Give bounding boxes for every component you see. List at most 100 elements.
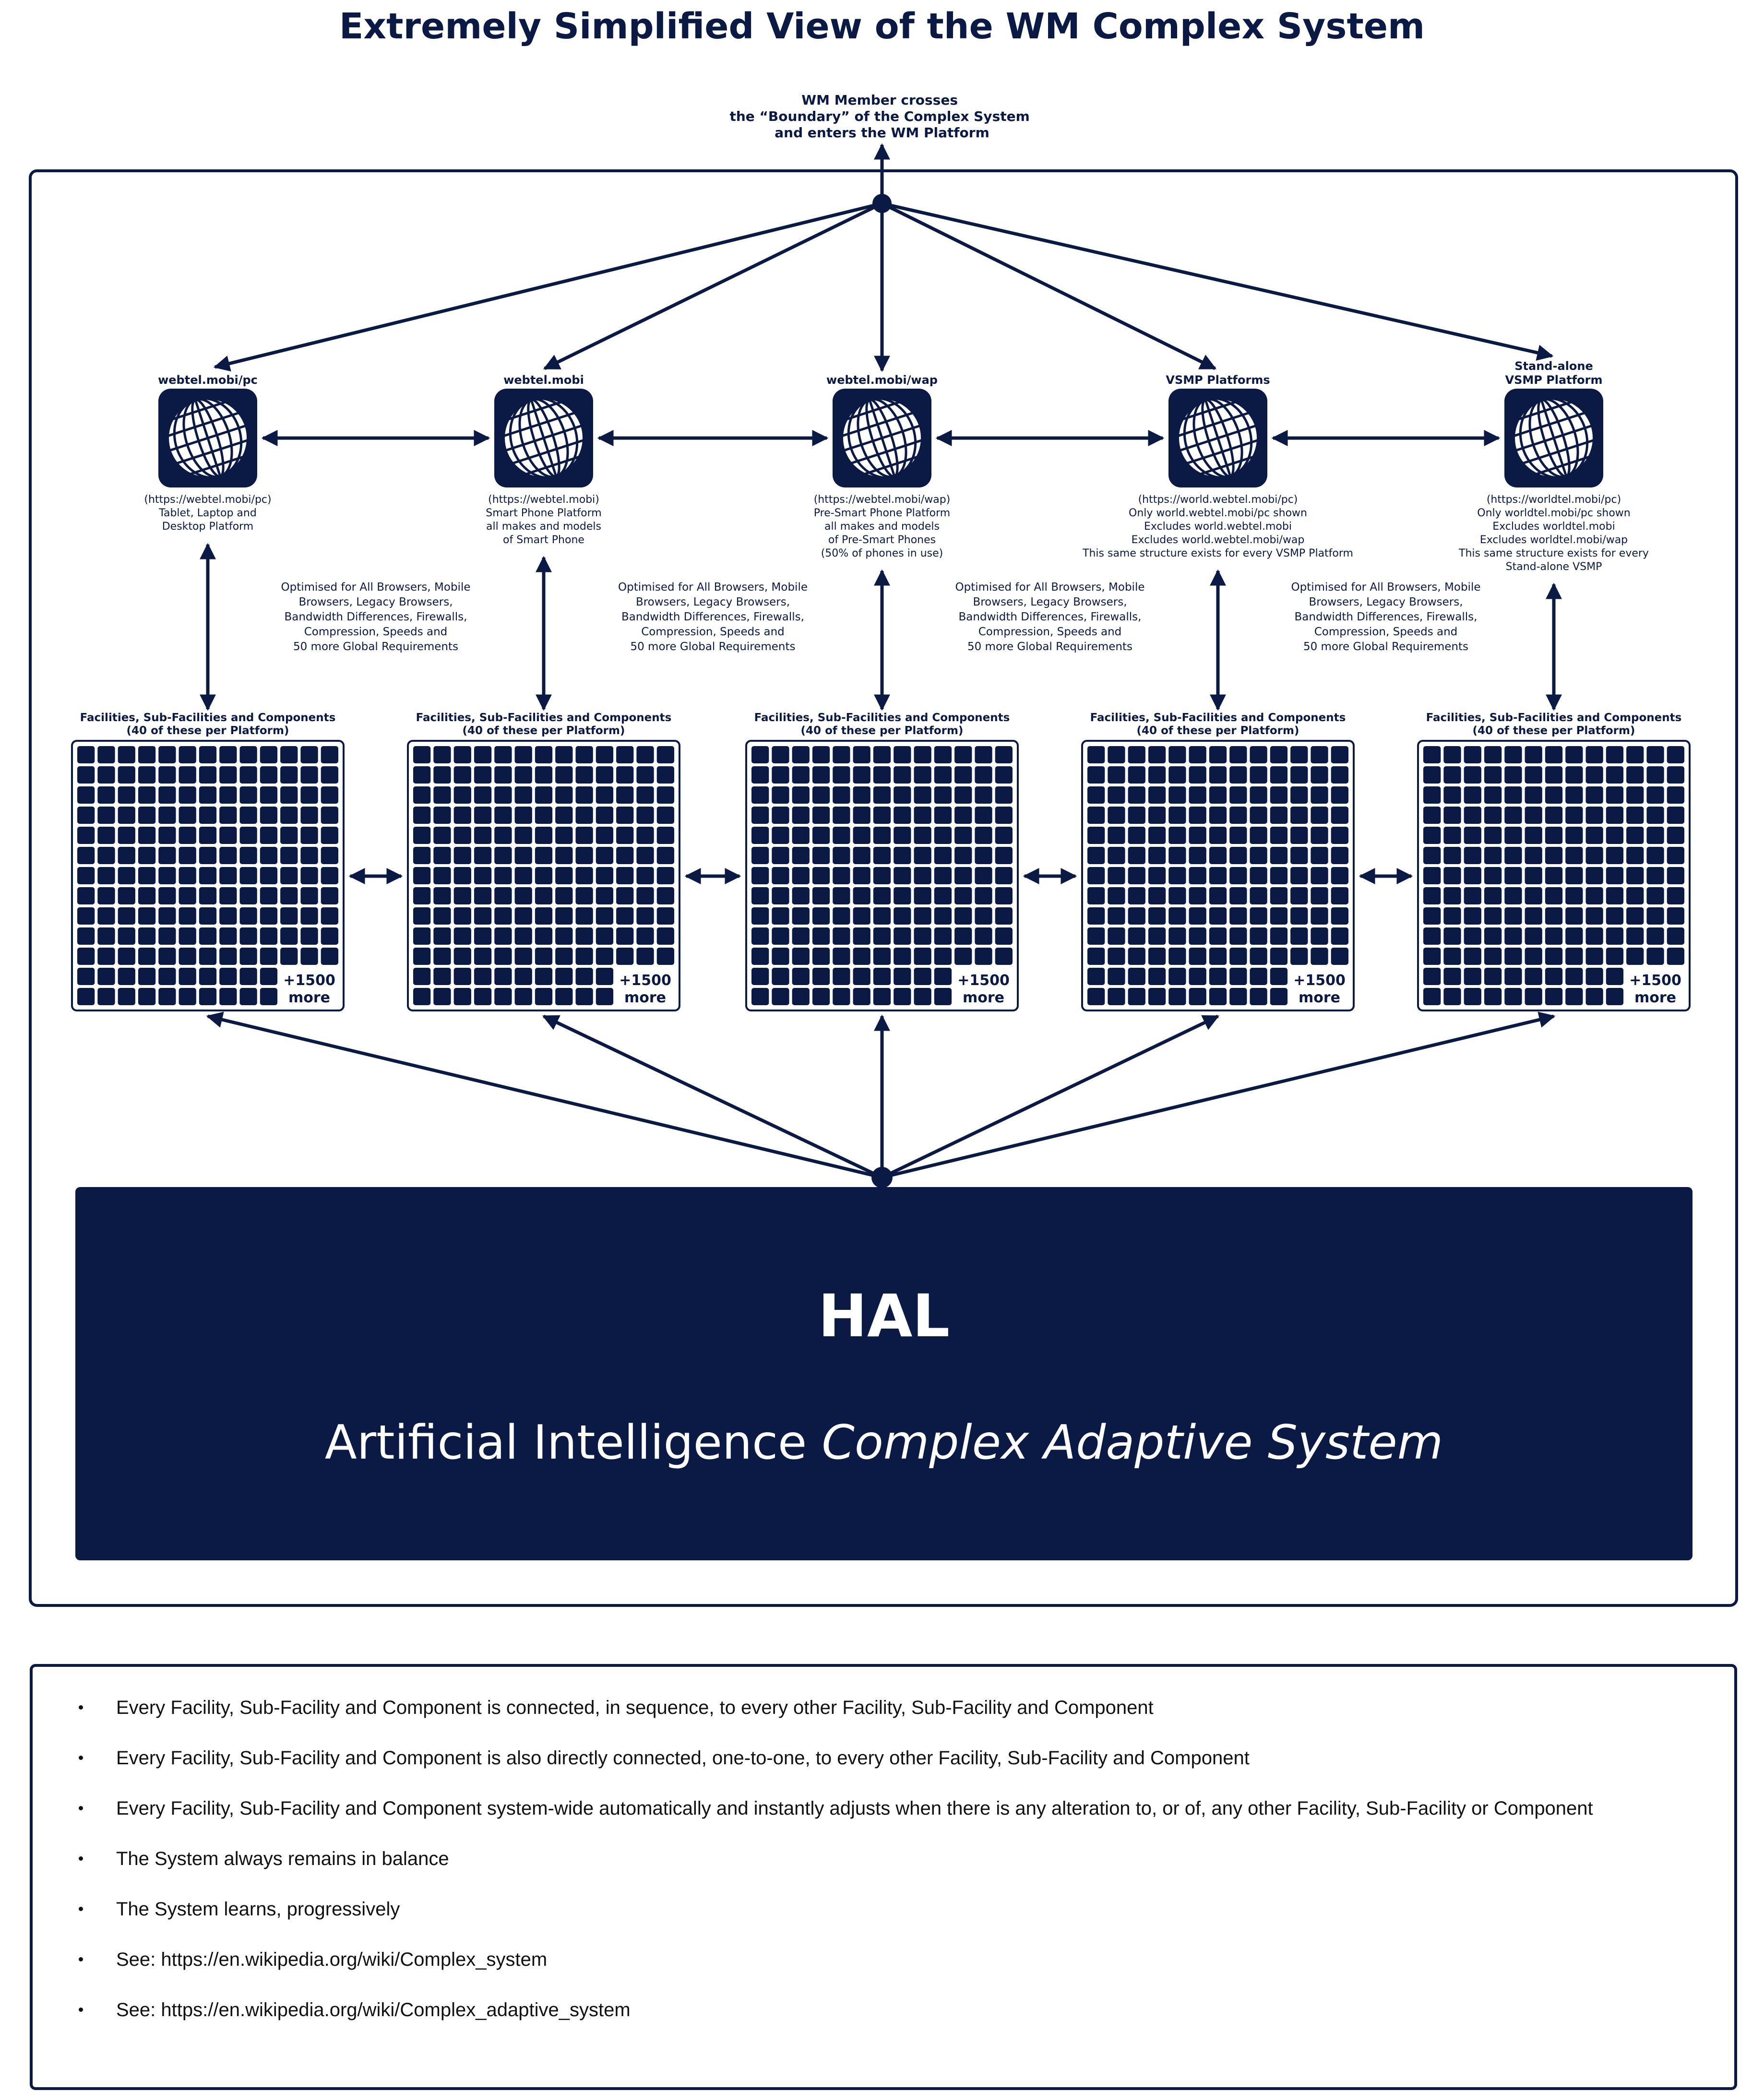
facility-cell	[1209, 907, 1227, 925]
facility-cell	[873, 968, 891, 985]
facilities-header: Facilities, Sub-Facilities and Component…	[416, 712, 672, 737]
facility-cell	[1128, 766, 1145, 784]
facility-cell	[1423, 867, 1441, 884]
facility-cell	[1504, 847, 1522, 864]
facility-cell	[1585, 766, 1603, 784]
facility-cell	[751, 948, 769, 965]
facility-cell	[1290, 807, 1308, 824]
facility-cell	[179, 988, 196, 1005]
facility-cell	[1667, 927, 1684, 945]
facility-cell	[138, 867, 156, 884]
facility-cell	[1108, 827, 1125, 844]
facility-cell	[321, 948, 338, 965]
facility-cell	[1443, 786, 1461, 804]
facility-cell	[833, 827, 850, 844]
facility-cell	[1443, 746, 1461, 763]
facility-cell	[792, 746, 810, 763]
facility-cell	[300, 746, 318, 763]
facility-cell	[138, 766, 156, 784]
facility-cell	[873, 786, 891, 804]
facility-cell	[1108, 988, 1125, 1005]
more-label-line: +1500	[957, 972, 1010, 989]
facility-cell	[1525, 746, 1542, 763]
bullet-icon	[79, 2008, 83, 2012]
bullet-icon	[79, 1957, 83, 1961]
facility-cell	[1189, 968, 1206, 985]
facility-cell	[1229, 746, 1247, 763]
facility-cell	[1189, 827, 1206, 844]
optimised-note-line: Compression, Speeds and	[304, 626, 448, 638]
facilities-header-line: Facilities, Sub-Facilities and Component…	[416, 712, 672, 724]
facility-cell	[77, 746, 95, 763]
facility-cell	[1545, 927, 1563, 945]
facilities-header-line: (40 of these per Platform)	[1473, 725, 1635, 737]
facility-cell	[1087, 766, 1105, 784]
platform-description-line: all makes and models	[824, 521, 940, 533]
optimised-note-line: Bandwidth Differences, Firewalls,	[621, 611, 804, 623]
facility-cell	[772, 927, 789, 945]
facility-cell	[954, 766, 972, 784]
facility-cell	[894, 786, 911, 804]
facility-cell	[280, 907, 298, 925]
facility-cell	[1108, 907, 1125, 925]
facility-cell	[636, 827, 654, 844]
facility-cell	[934, 746, 952, 763]
facility-cell	[1209, 786, 1227, 804]
facility-cell	[772, 786, 789, 804]
facility-cell	[1646, 927, 1664, 945]
facility-cell	[260, 847, 278, 864]
facility-cell	[1606, 847, 1624, 864]
facility-cell	[1525, 867, 1542, 884]
facility-cell	[1209, 948, 1227, 965]
facility-cell	[636, 948, 654, 965]
facility-cell	[596, 907, 614, 925]
facility-cell	[1464, 847, 1481, 864]
facility-cell	[1270, 746, 1288, 763]
facility-cell	[239, 948, 257, 965]
facility-cell	[453, 867, 471, 884]
facility-cell	[535, 927, 553, 945]
facility-cell	[514, 968, 532, 985]
facility-cell	[914, 847, 931, 864]
facility-cell	[474, 827, 492, 844]
platform-description-line: (https://world.webtel.mobi/pc)	[1138, 494, 1298, 506]
facility-cell	[1606, 927, 1624, 945]
facility-cell	[954, 807, 972, 824]
facility-cell	[1128, 827, 1145, 844]
facility-cell	[1525, 988, 1542, 1005]
facility-cell	[812, 766, 830, 784]
facility-cell	[321, 786, 338, 804]
optimised-note-line: Browsers, Legacy Browsers,	[636, 596, 790, 608]
facility-cell	[853, 766, 870, 784]
facility-cell	[636, 867, 654, 884]
facility-cell	[1189, 786, 1206, 804]
facility-cell	[1087, 988, 1105, 1005]
facility-cell	[833, 927, 850, 945]
facility-cell	[474, 807, 492, 824]
facility-cell	[1443, 827, 1461, 844]
facility-cell	[616, 948, 634, 965]
facility-cell	[995, 786, 1013, 804]
facility-cell	[1168, 948, 1186, 965]
facility-cell	[1565, 766, 1583, 784]
hal-box	[75, 1187, 1692, 1560]
bullet-icon	[79, 1856, 83, 1861]
facility-cell	[656, 948, 674, 965]
more-label-line: +1500	[1293, 972, 1346, 989]
facility-cell	[555, 786, 573, 804]
facility-cell	[853, 887, 870, 904]
facility-cell	[239, 907, 257, 925]
facility-cell	[1545, 968, 1563, 985]
facility-cell	[853, 867, 870, 884]
facility-cell	[199, 948, 217, 965]
optimised-note-line: Optimised for All Browsers, Mobile	[955, 581, 1145, 594]
facility-cell	[1585, 948, 1603, 965]
facility-cell	[1464, 766, 1481, 784]
optimised-note-line: 50 more Global Requirements	[630, 641, 795, 653]
facility-cell	[260, 807, 278, 824]
facility-cell	[1464, 907, 1481, 925]
facility-cell	[280, 927, 298, 945]
